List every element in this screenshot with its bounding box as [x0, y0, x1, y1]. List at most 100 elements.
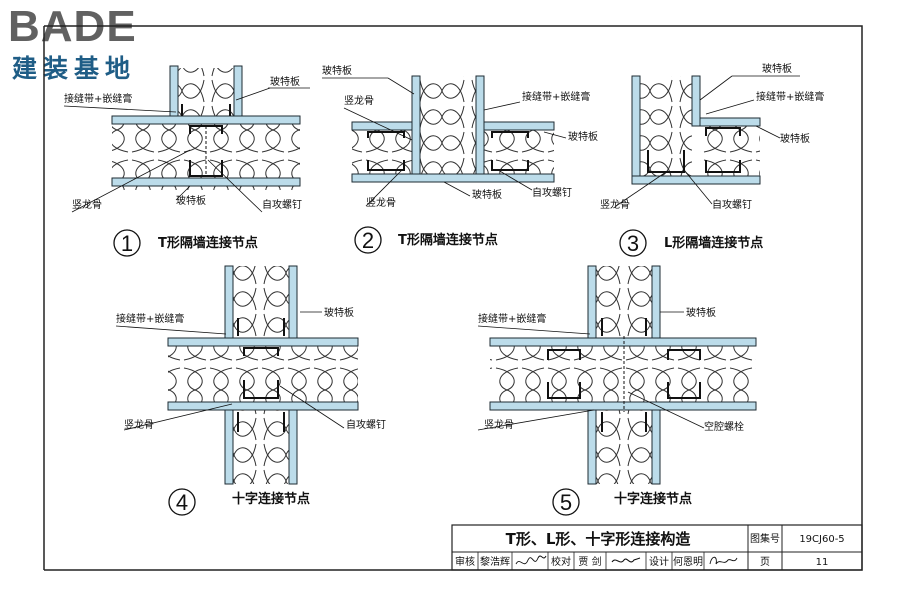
label-stud-top: 竖龙骨 [344, 94, 374, 107]
detail-5: 玻特板 接缝带+嵌缝膏 竖龙骨 空腔螺栓 5 十字连接节点 [477, 265, 757, 516]
label-screw: 自攻螺钉 [532, 186, 572, 199]
label-stud: 竖龙骨 [600, 198, 630, 211]
upper-board-right [288, 265, 298, 339]
board-bottom [489, 401, 757, 411]
check-label: 校对 [551, 555, 571, 568]
atlas-number: 19CJ60-5 [799, 534, 844, 545]
label-joint-tape: 接缝带+嵌缝膏 [64, 92, 132, 105]
label-joint-tape: 接缝带+嵌缝膏 [756, 90, 824, 103]
board-top [489, 337, 757, 347]
detail-number-circle [552, 488, 580, 516]
stud-partition [237, 318, 285, 432]
detail-number: 3 [627, 231, 639, 256]
checker-signature [611, 557, 641, 563]
title-block: T形、L形、十字形连接构造 图集号 19CJ60-5 页 11 审核 黎浩辉 校… [451, 524, 863, 571]
label-board-top: 玻特板 [762, 62, 792, 75]
insulation-right [484, 130, 554, 174]
board-top-right [483, 121, 555, 131]
review-label: 审核 [455, 555, 475, 568]
label-screw: 自攻螺钉 [346, 418, 386, 431]
label-stud: 竖龙骨 [124, 418, 154, 431]
page-label: 页 [760, 556, 770, 568]
logo-subtitle: 建装基地 [12, 54, 137, 83]
label-screw: 自攻螺钉 [262, 198, 302, 211]
partition-board-left [411, 75, 421, 175]
insulation [490, 346, 756, 402]
board-bottom [631, 175, 761, 185]
detail-number: 2 [362, 228, 374, 253]
detail-number: 1 [121, 231, 133, 256]
board-top-left [351, 121, 421, 131]
detail-number-circle [168, 488, 196, 516]
detail-caption: L形隔墙连接节点 [664, 235, 763, 251]
upper-board-right [651, 265, 661, 339]
lower-board-right [288, 409, 298, 485]
design-label: 设计 [649, 555, 669, 568]
label-screw: 自攻螺钉 [712, 198, 752, 211]
board-outer-left [631, 75, 641, 185]
detail-number: 5 [560, 490, 572, 515]
stud-partition [601, 318, 647, 432]
label-stud: 竖龙骨 [72, 198, 102, 211]
lower-board-right [651, 409, 661, 485]
label-stud: 竖龙骨 [484, 418, 514, 431]
detail-caption: T形隔墙连接节点 [158, 235, 258, 251]
detail-4: 玻特板 接缝带+嵌缝膏 竖龙骨 自攻螺钉 4 十字连接节点 [115, 265, 386, 516]
upper-board-left [224, 265, 234, 339]
stud-left [547, 349, 581, 399]
partition-insulation [178, 68, 234, 116]
detail-number-circle [113, 229, 141, 257]
reviewer-signature [515, 555, 547, 565]
stud-right [705, 127, 741, 173]
reviewer-name: 黎浩辉 [480, 555, 510, 568]
upper-board-left [587, 265, 597, 339]
label-joint-tape: 接缝带+嵌缝膏 [522, 90, 590, 103]
stud-right [667, 349, 701, 399]
designer-name: 何恩明 [673, 555, 703, 568]
partition-board-right [233, 65, 243, 117]
stud-left [367, 131, 405, 171]
label-joint-tape: 接缝带+嵌缝膏 [116, 312, 184, 325]
detail-2: 玻特板 竖龙骨 接缝带+嵌缝膏 玻特板 竖龙骨 玻特板 自攻螺钉 2 T形隔墙连… [322, 64, 598, 254]
detail-caption: 十字连接节点 [232, 491, 310, 507]
label-stud: 竖龙骨 [366, 196, 396, 209]
detail-3: 玻特板 接缝带+嵌缝膏 玻特板 竖龙骨 自攻螺钉 3 L形隔墙连接节点 [600, 62, 824, 257]
board-inner-left [691, 75, 701, 127]
atlas-label: 图集号 [750, 532, 780, 545]
partition-board-right [475, 75, 485, 175]
insulation-left [352, 130, 420, 174]
label-board: 玻特板 [324, 306, 354, 319]
stud-right [491, 131, 529, 171]
label-board: 玻特板 [686, 306, 716, 319]
label-board-bottom: 玻特板 [176, 194, 206, 207]
insulation [168, 346, 358, 402]
label-board-right: 玻特板 [780, 132, 810, 145]
partition-insulation [420, 76, 476, 174]
label-board-bottom: 玻特板 [472, 188, 502, 201]
page-number: 11 [816, 557, 829, 568]
board-top-right [699, 117, 761, 127]
label-hollow-anchor: 空腔螺栓 [704, 420, 744, 433]
upper-insulation [233, 266, 289, 338]
upper-insulation [596, 266, 652, 338]
detail-number-circle [619, 229, 647, 257]
designer-signature [709, 556, 738, 565]
board-bottom [167, 401, 359, 411]
detail-caption: T形隔墙连接节点 [398, 232, 498, 248]
detail-caption: 十字连接节点 [614, 491, 692, 507]
lower-insulation [596, 410, 652, 484]
lower-insulation [233, 410, 289, 484]
detail-number: 4 [176, 490, 188, 515]
board-bottom [351, 173, 555, 183]
stud-partition [181, 104, 231, 116]
checker-name: 贾 剑 [578, 555, 601, 568]
lower-board-left [224, 409, 234, 485]
detail-number-circle [354, 226, 382, 254]
detail-1: 玻特板 接缝带+嵌缝膏 竖龙骨 玻特板 自攻螺钉 1 T形隔墙连接节点 [63, 65, 310, 257]
sheet-title: T形、L形、十字形连接构造 [506, 530, 691, 548]
label-board-right: 玻特板 [568, 130, 598, 143]
board-top [167, 337, 359, 347]
insulation-right [700, 126, 760, 176]
label-board-top: 玻特板 [270, 75, 300, 88]
